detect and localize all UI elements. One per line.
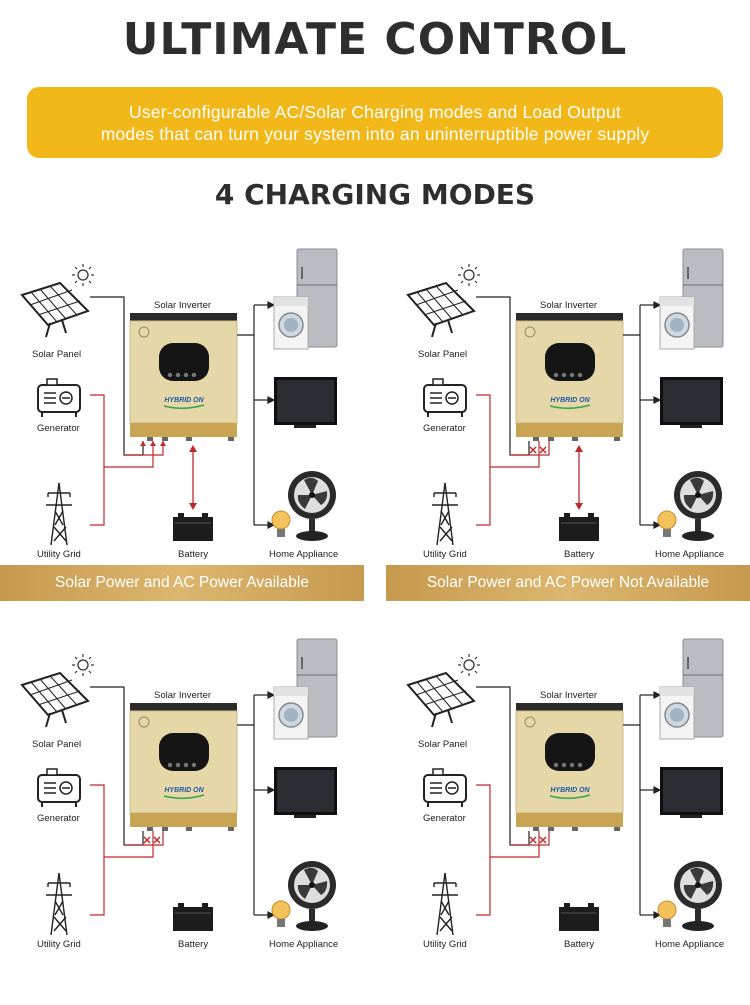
mode-caption-2: Solar Power and AC Power Not Available — [386, 565, 750, 601]
input-wiring — [90, 686, 164, 916]
output-wiring — [237, 301, 276, 529]
utility-grid-label: Utility Grid — [423, 939, 467, 950]
fan-icon — [674, 861, 722, 931]
solar-panel-icon — [20, 671, 90, 728]
light-bulb-icon — [271, 900, 291, 927]
battery-label: Battery — [564, 939, 595, 950]
washing-machine-icon — [273, 296, 309, 350]
banner-line-1: User-configurable AC/Solar Charging mode… — [129, 101, 621, 122]
solar-panel-label: Solar Panel — [32, 349, 82, 360]
generator-icon — [423, 378, 467, 417]
solar-inverter-label: Solar Inverter — [540, 690, 598, 701]
charging-mode-panel-2: HYBRID ON — [386, 245, 750, 615]
generator-label: Generator — [423, 423, 466, 434]
transmission-tower-icon — [46, 872, 72, 936]
home-appliance-label: Home Appliance — [655, 939, 725, 950]
fan-icon — [288, 861, 336, 931]
wiring-diagram: HYBRID ON — [406, 248, 724, 546]
battery-connection — [575, 445, 583, 510]
battery-icon — [559, 513, 599, 541]
sun-icon — [72, 654, 94, 676]
page-title: ULTIMATE CONTROL — [122, 14, 628, 65]
mode-caption-1: Solar Power and AC Power Available — [0, 565, 364, 601]
section-subtitle: 4 CHARGING MODES — [214, 178, 536, 211]
solar-inverter-label: Solar Inverter — [540, 300, 598, 311]
solar-inverter-label: Solar Inverter — [154, 690, 212, 701]
solar-inverter-icon: HYBRID ON — [129, 313, 238, 441]
battery-icon — [173, 513, 213, 541]
feature-banner: User-configurable AC/Solar Charging mode… — [27, 87, 723, 158]
generator-icon — [37, 768, 81, 807]
solar-inverter-icon: HYBRID ON — [129, 703, 238, 831]
washing-machine-icon — [659, 296, 695, 350]
battery-icon — [559, 903, 599, 931]
home-appliance-label: Home Appliance — [655, 549, 725, 560]
transmission-tower-icon — [46, 482, 72, 546]
battery-connection — [189, 445, 197, 510]
generator-label: Generator — [37, 813, 80, 824]
output-wiring — [237, 691, 276, 919]
washing-machine-icon — [659, 686, 695, 740]
battery-icon — [173, 903, 213, 931]
input-wiring — [90, 296, 166, 526]
sun-icon — [458, 264, 480, 286]
input-wiring — [476, 296, 550, 526]
generator-label: Generator — [423, 813, 466, 824]
fan-icon — [288, 471, 336, 541]
inverter-brand-text: HYBRID ON — [550, 397, 590, 404]
television-icon — [274, 377, 337, 428]
washing-machine-icon — [273, 686, 309, 740]
utility-grid-label: Utility Grid — [37, 939, 81, 950]
solar-inverter-icon: HYBRID ON — [515, 703, 624, 831]
solar-panel-icon — [20, 281, 90, 338]
transmission-tower-icon — [432, 482, 458, 546]
wiring-diagram: HYBRID ON — [406, 638, 724, 936]
output-wiring — [623, 691, 662, 919]
generator-icon — [37, 378, 81, 417]
inverter-brand-text: HYBRID ON — [164, 787, 204, 794]
output-wiring — [623, 301, 662, 529]
generator-icon — [423, 768, 467, 807]
battery-label: Battery — [564, 549, 595, 560]
wiring-diagram: HYBRID ON — [20, 638, 338, 936]
television-icon — [660, 377, 723, 428]
solar-inverter-label: Solar Inverter — [154, 300, 212, 311]
battery-label: Battery — [178, 939, 209, 950]
wiring-diagram: HYBRID ON — [20, 248, 338, 546]
utility-grid-label: Utility Grid — [37, 549, 81, 560]
home-appliance-label: Home Appliance — [269, 939, 339, 950]
light-bulb-icon — [657, 510, 677, 537]
generator-label: Generator — [37, 423, 80, 434]
inverter-brand-text: HYBRID ON — [164, 397, 204, 404]
solar-panel-label: Solar Panel — [32, 739, 82, 750]
fan-icon — [674, 471, 722, 541]
charging-mode-panel-1: HYBRID ON — [0, 245, 375, 615]
input-wiring — [476, 686, 550, 916]
home-appliance-label: Home Appliance — [269, 549, 339, 560]
solar-panel-icon — [406, 281, 476, 338]
inverter-brand-text: HYBRID ON — [550, 787, 590, 794]
battery-label: Battery — [178, 549, 209, 560]
sun-icon — [72, 264, 94, 286]
sun-icon — [458, 654, 480, 676]
solar-inverter-icon: HYBRID ON — [515, 313, 624, 441]
solar-panel-label: Solar Panel — [418, 739, 468, 750]
light-bulb-icon — [657, 900, 677, 927]
transmission-tower-icon — [432, 872, 458, 936]
charging-mode-panel-4: HYBRID ON — [386, 635, 750, 1005]
charging-mode-panel-3: HYBRID ON — [0, 635, 375, 1005]
utility-grid-label: Utility Grid — [423, 549, 467, 560]
television-icon — [660, 767, 723, 818]
banner-line-2: modes that can turn your system into an … — [100, 123, 650, 144]
television-icon — [274, 767, 337, 818]
light-bulb-icon — [271, 510, 291, 537]
solar-panel-label: Solar Panel — [418, 349, 468, 360]
solar-panel-icon — [406, 671, 476, 728]
